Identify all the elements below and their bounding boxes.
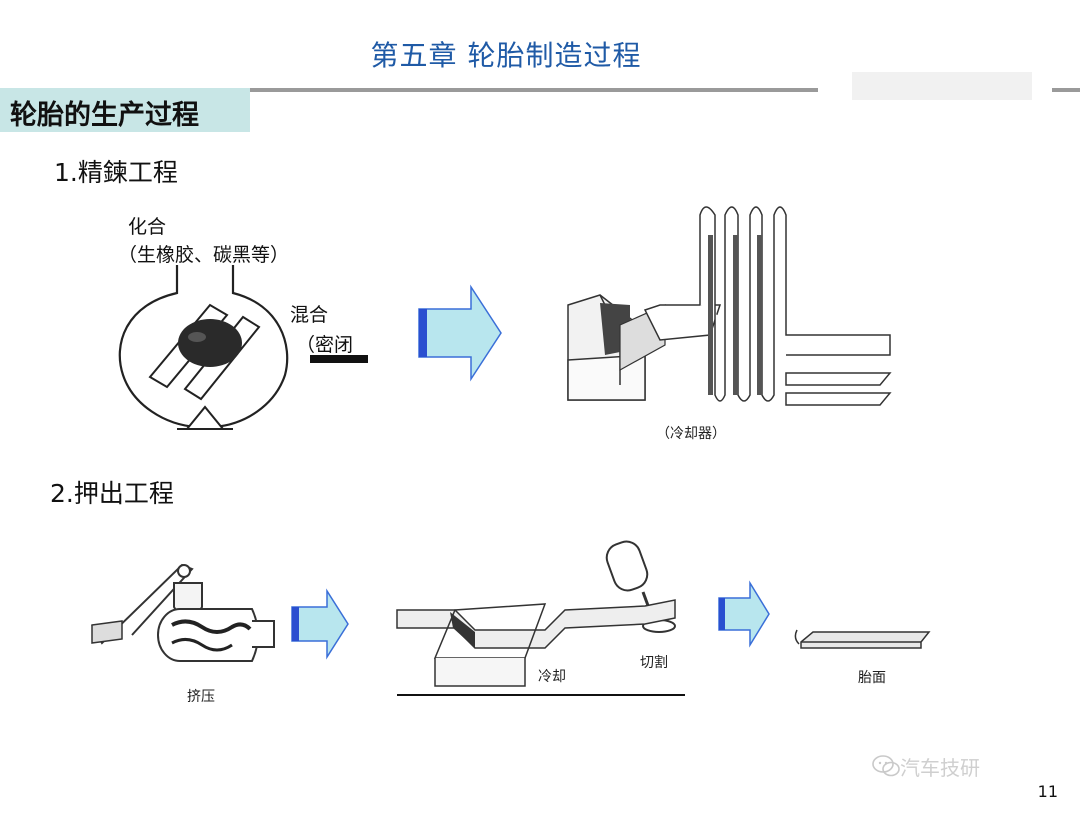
cool-label: 冷却 [538, 669, 566, 685]
cooler-illustration [567, 206, 892, 406]
watermark: 汽车技研 [900, 756, 980, 780]
extruder-illustration [91, 563, 275, 662]
mixer-illustration [118, 265, 289, 430]
cooler-label: （冷却器） [656, 426, 726, 442]
header-rule-right [1052, 88, 1080, 92]
compound-label: 化合 [128, 216, 167, 238]
header-ghost-bar [852, 72, 1032, 100]
step1-title: 1.精鍊工程 [54, 158, 178, 187]
tread-illustration [794, 629, 931, 649]
page-number: 11 [1037, 782, 1058, 801]
section-title: 轮胎的生产过程 [10, 100, 199, 131]
right-arrow-icon [718, 580, 770, 648]
right-arrow-icon [418, 284, 502, 382]
tread-label: 胎面 [858, 670, 886, 686]
header-rule [250, 88, 818, 92]
cut-label: 切割 [640, 655, 668, 671]
chapter-title: 第五章 轮胎制造过程 [370, 39, 642, 72]
mix-note-bar [310, 355, 368, 363]
step2-title: 2.押出工程 [50, 479, 174, 508]
section-title-box [0, 88, 250, 132]
mix-note: （密闭 [296, 334, 354, 356]
wechat-icon [872, 755, 900, 777]
right-arrow-icon [291, 588, 349, 660]
cooling-cutting-illustration [396, 540, 685, 696]
compound-note: （生橡胶、碳黑等） [118, 244, 290, 266]
mix-label: 混合 [290, 304, 329, 326]
extrude-label: 挤压 [187, 689, 215, 705]
